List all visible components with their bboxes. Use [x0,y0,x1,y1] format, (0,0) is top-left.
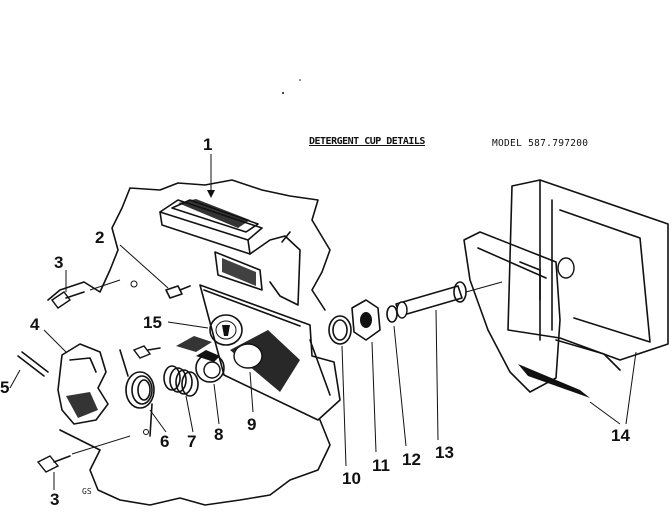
callout-12: 12 [402,450,421,469]
cap-part [195,350,225,425]
drawing-code: GS [82,487,92,496]
callout-11: 11 [372,456,390,475]
callout-15: 15 [143,313,162,332]
torsion-spring-part [119,349,167,437]
screw-part-3-lower [36,429,149,490]
callout-1: 1 [203,135,213,154]
speck-mark [282,92,284,94]
screw-part-3-upper [50,270,138,309]
detergent-cup-part [159,199,301,306]
pin-part [9,351,49,389]
callout-10: 10 [342,469,361,488]
callout-14: 14 [611,426,630,445]
door-panel-outline [47,179,331,506]
compression-spring-part [163,365,199,433]
callout-13: 13 [435,443,454,462]
model-number: MODEL 587.797200 [492,138,589,149]
speck-mark [299,79,301,81]
callout-6: 6 [160,432,170,451]
diagram-title: DETERGENT CUP DETAILS [309,136,425,147]
nut-part [351,299,381,453]
latch-plate [176,336,212,352]
rotary-indicator-part [167,314,243,346]
dispenser-housing-part [463,179,669,425]
screw-near-latch [132,345,161,359]
callout-8: 8 [214,425,224,444]
leader-arrowhead-1 [207,190,215,198]
callout-3-lower: 3 [50,490,60,509]
callout-9: 9 [247,415,257,434]
callout-4: 4 [30,315,40,334]
callout-7: 7 [187,432,197,451]
callout-2: 2 [95,228,105,247]
callout-3: 3 [54,253,64,272]
leader-line-9 [249,371,254,413]
screw-part-2 [119,244,191,299]
callout-5: 5 [0,378,10,397]
lever-bracket-part [43,329,109,425]
gasket-part [328,315,352,467]
cup-base-plate-part [199,284,341,421]
shaft-part [395,281,503,441]
washer-part [386,305,407,447]
